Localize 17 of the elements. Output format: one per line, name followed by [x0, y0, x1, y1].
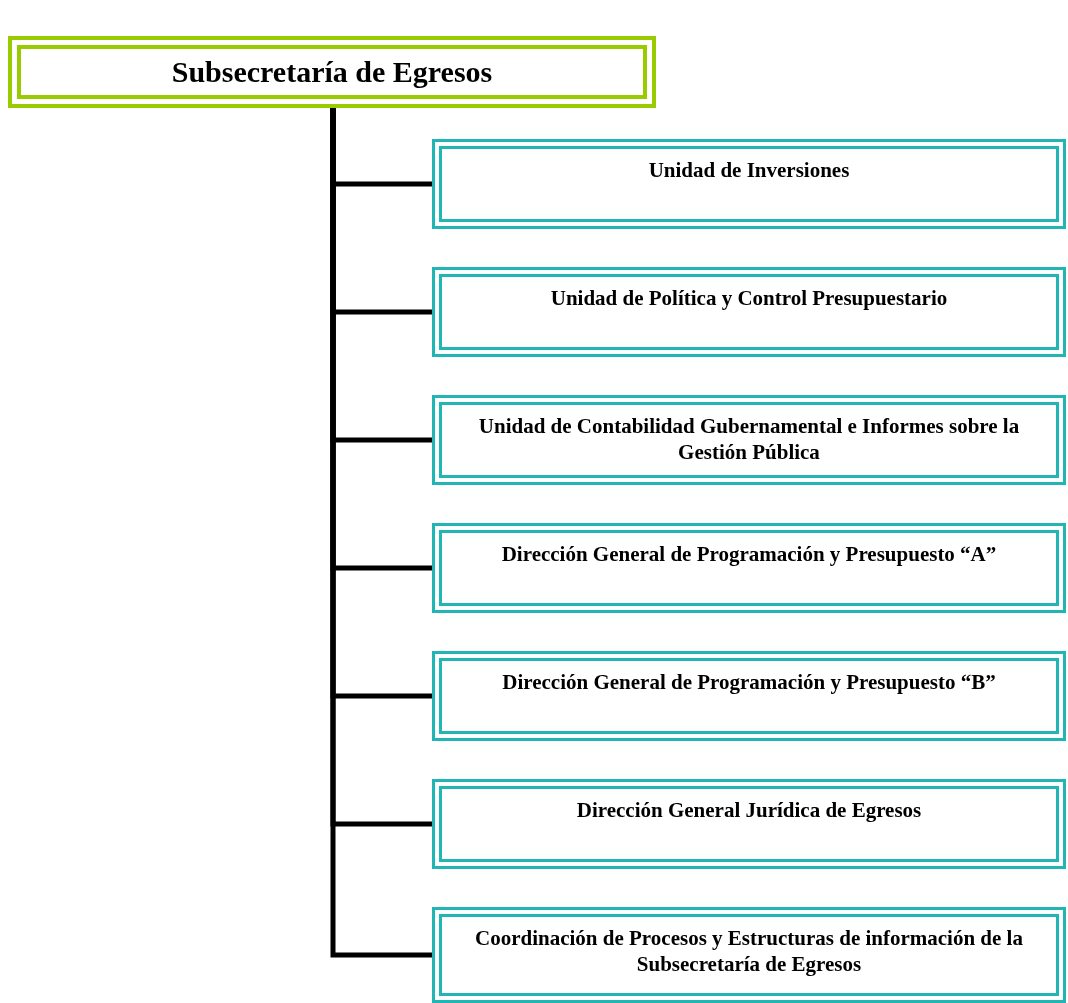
unit-name: Coordinación de Procesos y Estructuras de información de la Subsecretaría de Egresos — [474, 925, 1024, 978]
unit-box — [432, 651, 1066, 741]
unit-name: Subsecretaría de Egresos — [171, 55, 493, 89]
unit-name: Unidad de Contabilidad Gubernamental e Informes sobre la Gestión Pública — [477, 413, 1021, 466]
title-box — [8, 36, 656, 108]
connector-line — [330, 108, 432, 958]
unit-name: Dirección General Jurídica de Egresos — [576, 797, 922, 824]
unit-box — [432, 523, 1066, 613]
unit-name: Dirección General de Programación y Presupuesto “A” — [501, 541, 997, 568]
unit-name: Unidad de Política y Control Presupuestario — [550, 285, 948, 312]
unit-box — [432, 139, 1066, 229]
unit-box — [432, 267, 1066, 357]
unit-name: Dirección General de Programación y Presupuesto “B” — [502, 669, 996, 696]
unit-box — [432, 907, 1066, 1003]
unit-box — [432, 395, 1066, 485]
unit-name: Unidad de Inversiones — [648, 157, 850, 184]
unit-box — [432, 779, 1066, 869]
